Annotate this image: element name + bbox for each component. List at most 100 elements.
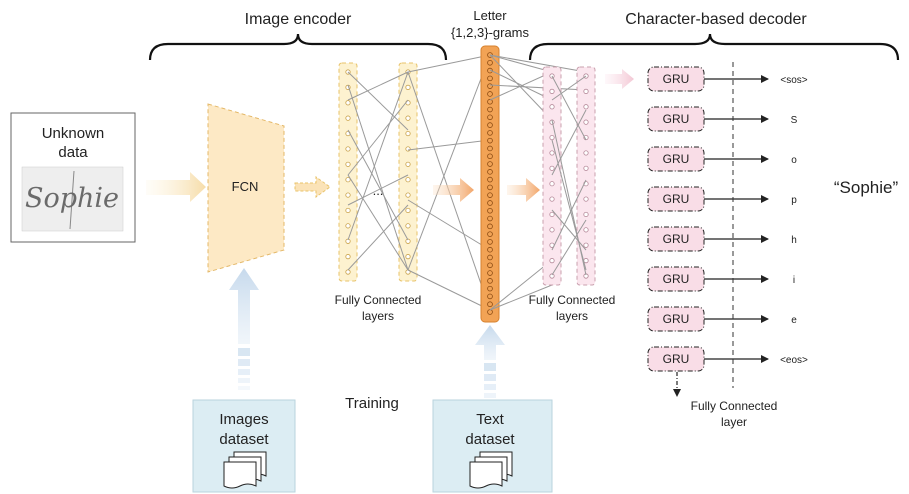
- encoder-neuron: [405, 130, 411, 137]
- decoder-neuron: [583, 119, 589, 125]
- decoder-neuron: [549, 104, 555, 110]
- ngram-to-decoder-arrow: [507, 178, 540, 202]
- encoder-fc-connections: [347, 71, 409, 271]
- encoder-neuron: [405, 207, 411, 214]
- ngram-neuron: [487, 192, 493, 198]
- letter-ngram-nodes: [487, 52, 493, 315]
- encoder-neuron: [345, 100, 351, 106]
- ngram-neuron: [487, 278, 493, 284]
- encoder-neuron: [405, 84, 411, 90]
- encoder-neuron: [345, 146, 351, 152]
- letter-ngram-column: [480, 45, 500, 323]
- decoder-neuron: [583, 165, 589, 171]
- encoder-neuron: [405, 192, 411, 198]
- decoder-fc-column-2: [576, 66, 596, 286]
- encoder-ellipsis: ...: [373, 183, 384, 198]
- encoder-neuron: [405, 223, 411, 229]
- decoder-brace: [528, 33, 900, 61]
- decoder-neuron: [549, 181, 555, 187]
- decoder-neuron: [549, 273, 555, 279]
- encoder-neuron: [405, 146, 411, 152]
- ngram-neuron: [487, 184, 493, 191]
- gru-cell-label: GRU: [663, 112, 690, 126]
- decoder-neuron: [583, 104, 589, 110]
- ngram-neuron: [487, 246, 493, 253]
- encoder-fc-label-line1: Fully Connected: [335, 293, 422, 307]
- encoder-to-ngram-connections: [407, 54, 491, 311]
- gru-cell: [647, 346, 705, 372]
- decoder-neuron: [583, 150, 589, 156]
- fcn-label: FCN: [232, 179, 259, 194]
- ngram-neuron: [487, 98, 493, 105]
- decoder-output-char: i: [793, 275, 795, 286]
- encoder-fc-label-line2: layers: [362, 309, 394, 323]
- decoder-output-char: <sos>: [780, 75, 807, 86]
- encoder-brace: [148, 33, 448, 61]
- ngram-neuron: [487, 270, 493, 276]
- ngram-neuron: [487, 114, 493, 121]
- encoder-neuron: [405, 254, 411, 260]
- gru-cell-label: GRU: [663, 72, 690, 86]
- letter-ngram-title-line1: Letter: [473, 8, 507, 23]
- ngram-to-decoder-connections: [489, 54, 587, 311]
- ngram-neuron: [487, 200, 493, 206]
- ngram-neuron: [487, 285, 493, 292]
- fcn-to-fc-arrow: [294, 176, 331, 198]
- gru-row: GRU <sos>: [647, 66, 808, 92]
- decoder-fc-label-line2: layers: [556, 309, 588, 323]
- ngram-neuron: [487, 137, 493, 144]
- ngram-neuron: [487, 223, 493, 230]
- images-dataset-label-line2: dataset: [219, 431, 269, 448]
- encoder-neuron: [405, 177, 411, 183]
- encoder-neuron: [345, 254, 351, 260]
- fc-to-ngram-arrow: [433, 178, 474, 202]
- decoder-neuron: [549, 88, 555, 94]
- decoder-fc-label-line1: Fully Connected: [529, 293, 616, 307]
- decoder-neuron: [583, 227, 589, 233]
- encoder-fc-column-1: [338, 62, 358, 282]
- decoder-neuron: [583, 196, 589, 202]
- decoder-title: Character-based decoder: [625, 11, 807, 28]
- word-image-stroke: [69, 170, 75, 230]
- encoder-neuron: [345, 115, 351, 121]
- ngram-neuron: [487, 106, 493, 113]
- ngram-neuron: [487, 91, 493, 97]
- ngram-neuron: [487, 59, 493, 66]
- decoder-neuron: [583, 242, 589, 248]
- encoder-neuron: [405, 161, 411, 167]
- decoder-output-char: <eos>: [780, 355, 808, 366]
- ngram-neuron: [487, 153, 493, 160]
- ngram-neuron: [487, 145, 493, 152]
- decoder-neuron: [583, 211, 589, 218]
- decoder-output-char: h: [791, 235, 797, 246]
- decoder-neuron: [549, 134, 555, 141]
- fc-layer-label-line2: layer: [721, 415, 747, 429]
- letter-ngram-title-line2: {1,2,3}-grams: [451, 25, 530, 40]
- decoder-neuron: [549, 211, 555, 218]
- gru-cell-label: GRU: [663, 232, 690, 246]
- encoder-neuron: [345, 223, 351, 229]
- gru-cell: [647, 186, 705, 212]
- text-training-arrow: [475, 325, 505, 398]
- decoder-neuron: [549, 196, 555, 202]
- encoder-title: Image encoder: [245, 11, 352, 28]
- ngram-neuron: [487, 176, 493, 183]
- ngram-neuron: [487, 67, 493, 74]
- gru-cell-label: GRU: [663, 272, 690, 286]
- decoder-neuron: [549, 258, 555, 264]
- fc-layer-label-line1: Fully Connected: [691, 399, 778, 413]
- ngram-neuron: [487, 231, 493, 237]
- ngram-neuron: [487, 122, 493, 128]
- unknown-data-label-line1: Unknown: [42, 125, 105, 142]
- encoder-neuron: [345, 161, 351, 167]
- fc-to-gru-arrow: [605, 69, 634, 89]
- decoder-neuron: [583, 88, 589, 94]
- gru-cell-label: GRU: [663, 192, 690, 206]
- decoder-neuron: [549, 150, 555, 156]
- gru-cell: [647, 146, 705, 172]
